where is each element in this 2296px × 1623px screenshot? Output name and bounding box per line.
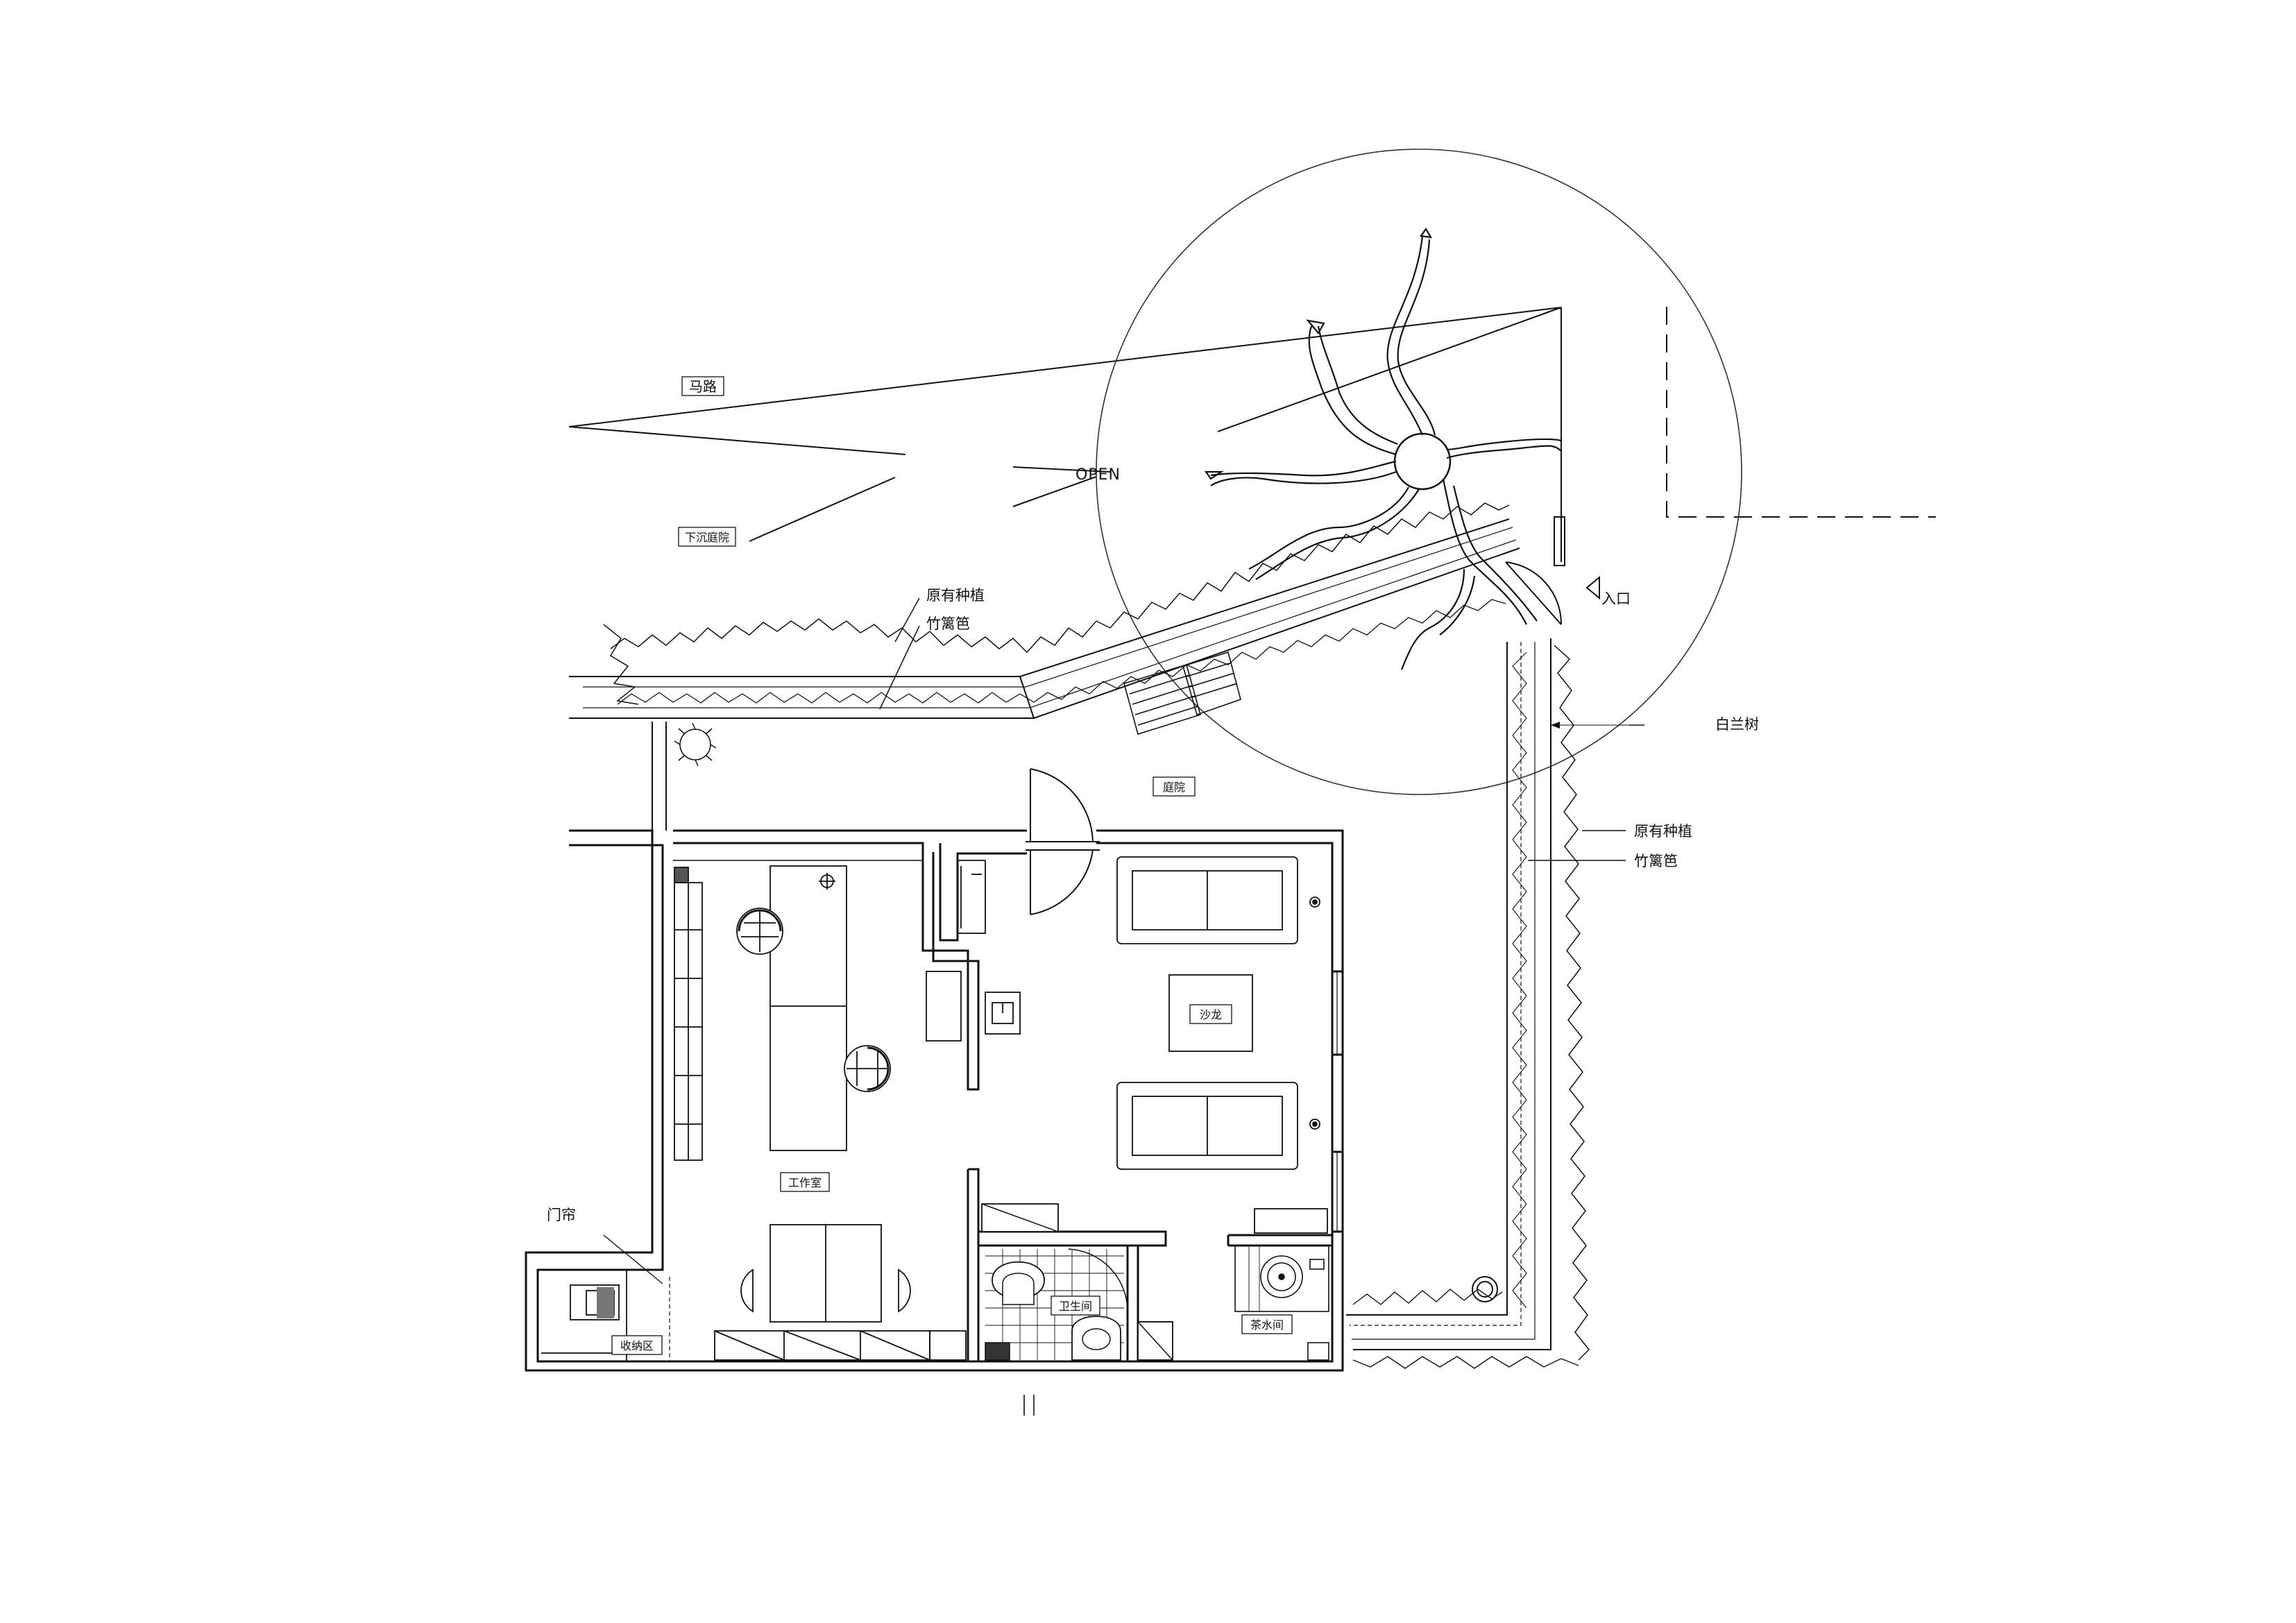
entrance-arrow-icon: [1585, 575, 1600, 600]
salon-label: 沙龙: [1200, 1008, 1222, 1021]
site-lines: [568, 307, 1936, 562]
pantry-label: 茶水间: [1250, 1318, 1284, 1332]
dashed-outline: [1666, 307, 1936, 518]
storage-area: [537, 1234, 670, 1362]
magnolia-label: 白兰树: [1715, 716, 1759, 733]
leader-arrow-icon: [1551, 722, 1560, 729]
section-marks: [1023, 1395, 1035, 1416]
studio-label: 工作室: [788, 1176, 822, 1189]
courtyard-label-box: [1153, 776, 1196, 797]
salon-furniture: [926, 856, 1328, 1234]
curtain-label: 门帘: [547, 1207, 576, 1223]
pantry: [1234, 1245, 1329, 1361]
open-label: OPEN: [1075, 466, 1121, 484]
leader-lines: [879, 597, 1644, 861]
magnolia-tree: [1204, 227, 1562, 670]
restroom-label: 卫生间: [1059, 1300, 1092, 1313]
courtyard-label: 庭院: [1163, 781, 1185, 794]
planting-strip-right: [1346, 638, 1590, 1369]
road-label: 马路: [689, 378, 717, 395]
planting-top-label: 原有种植: [926, 587, 985, 604]
built-in-cabinet: [957, 860, 986, 934]
magnolia-canopy: [1096, 148, 1742, 795]
storage-label-box: [611, 1335, 663, 1355]
salon-label-box: [1189, 1004, 1232, 1024]
main-door: [1026, 768, 1100, 915]
courtyard-bench: [1123, 651, 1241, 736]
annotation-labels: 门帘 入口 白兰树 原有种植 竹篱笆 原有种植 竹篱笆: [547, 587, 1759, 1223]
studio-furniture: [674, 865, 967, 1361]
restroom: [981, 1203, 1173, 1361]
studio-label-box: [780, 1172, 830, 1192]
shrub-icon: [674, 722, 717, 767]
storage-label: 收纳区: [620, 1339, 654, 1352]
restroom-label-box: [1051, 1295, 1100, 1316]
planting-strip-top: [569, 502, 1520, 719]
sunken-court-label-box: [678, 527, 736, 547]
sunken-court-label: 下沉庭院: [685, 531, 729, 544]
fence-right-label: 竹篱笆: [1634, 853, 1678, 869]
pantry-label-box: [1241, 1314, 1293, 1334]
fence-top-label: 竹篱笆: [926, 615, 970, 632]
entrance-label: 入口: [1601, 590, 1631, 607]
building-walls: [525, 722, 1344, 1372]
planting-right-label: 原有种植: [1634, 823, 1692, 840]
room-labels: 马路 下沉庭院 OPEN 庭院 沙龙 工作室 卫生间 茶水间 收纳区: [611, 376, 1293, 1355]
road-label-box: [681, 376, 724, 396]
entrance-gate: [1505, 516, 1565, 625]
